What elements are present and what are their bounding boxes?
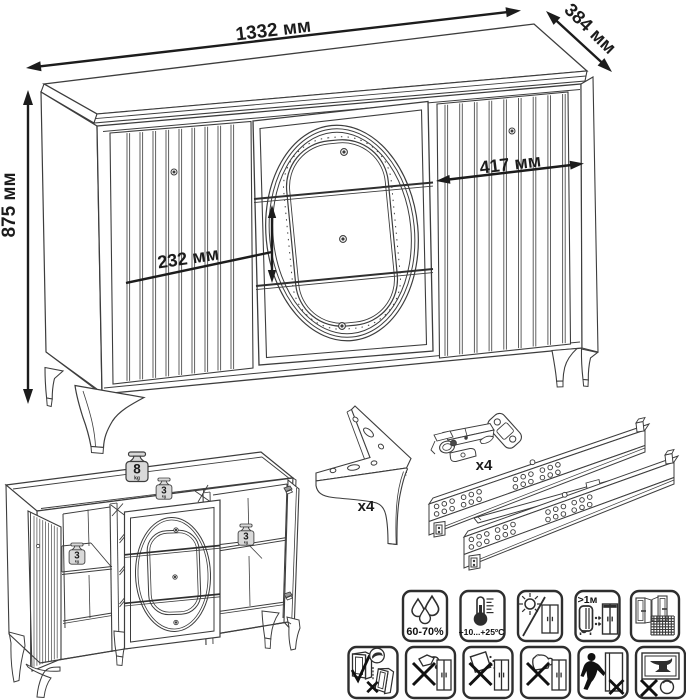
- svg-text:8: 8: [133, 462, 141, 477]
- svg-text:+10...+25ºC: +10...+25ºC: [459, 627, 505, 637]
- svg-text:3: 3: [243, 531, 249, 542]
- svg-text:kg: kg: [75, 560, 79, 564]
- svg-text:x4: x4: [476, 457, 493, 474]
- svg-text:60-70%: 60-70%: [406, 626, 444, 638]
- svg-text:3: 3: [161, 485, 167, 496]
- svg-text:3: 3: [74, 550, 80, 561]
- svg-text:kg: kg: [244, 541, 248, 545]
- svg-text:875 мм: 875 мм: [0, 172, 20, 237]
- svg-text:x4: x4: [358, 498, 375, 515]
- svg-text:>1м: >1м: [578, 594, 598, 606]
- svg-text:kg: kg: [162, 495, 166, 499]
- svg-text:kg: kg: [134, 475, 140, 481]
